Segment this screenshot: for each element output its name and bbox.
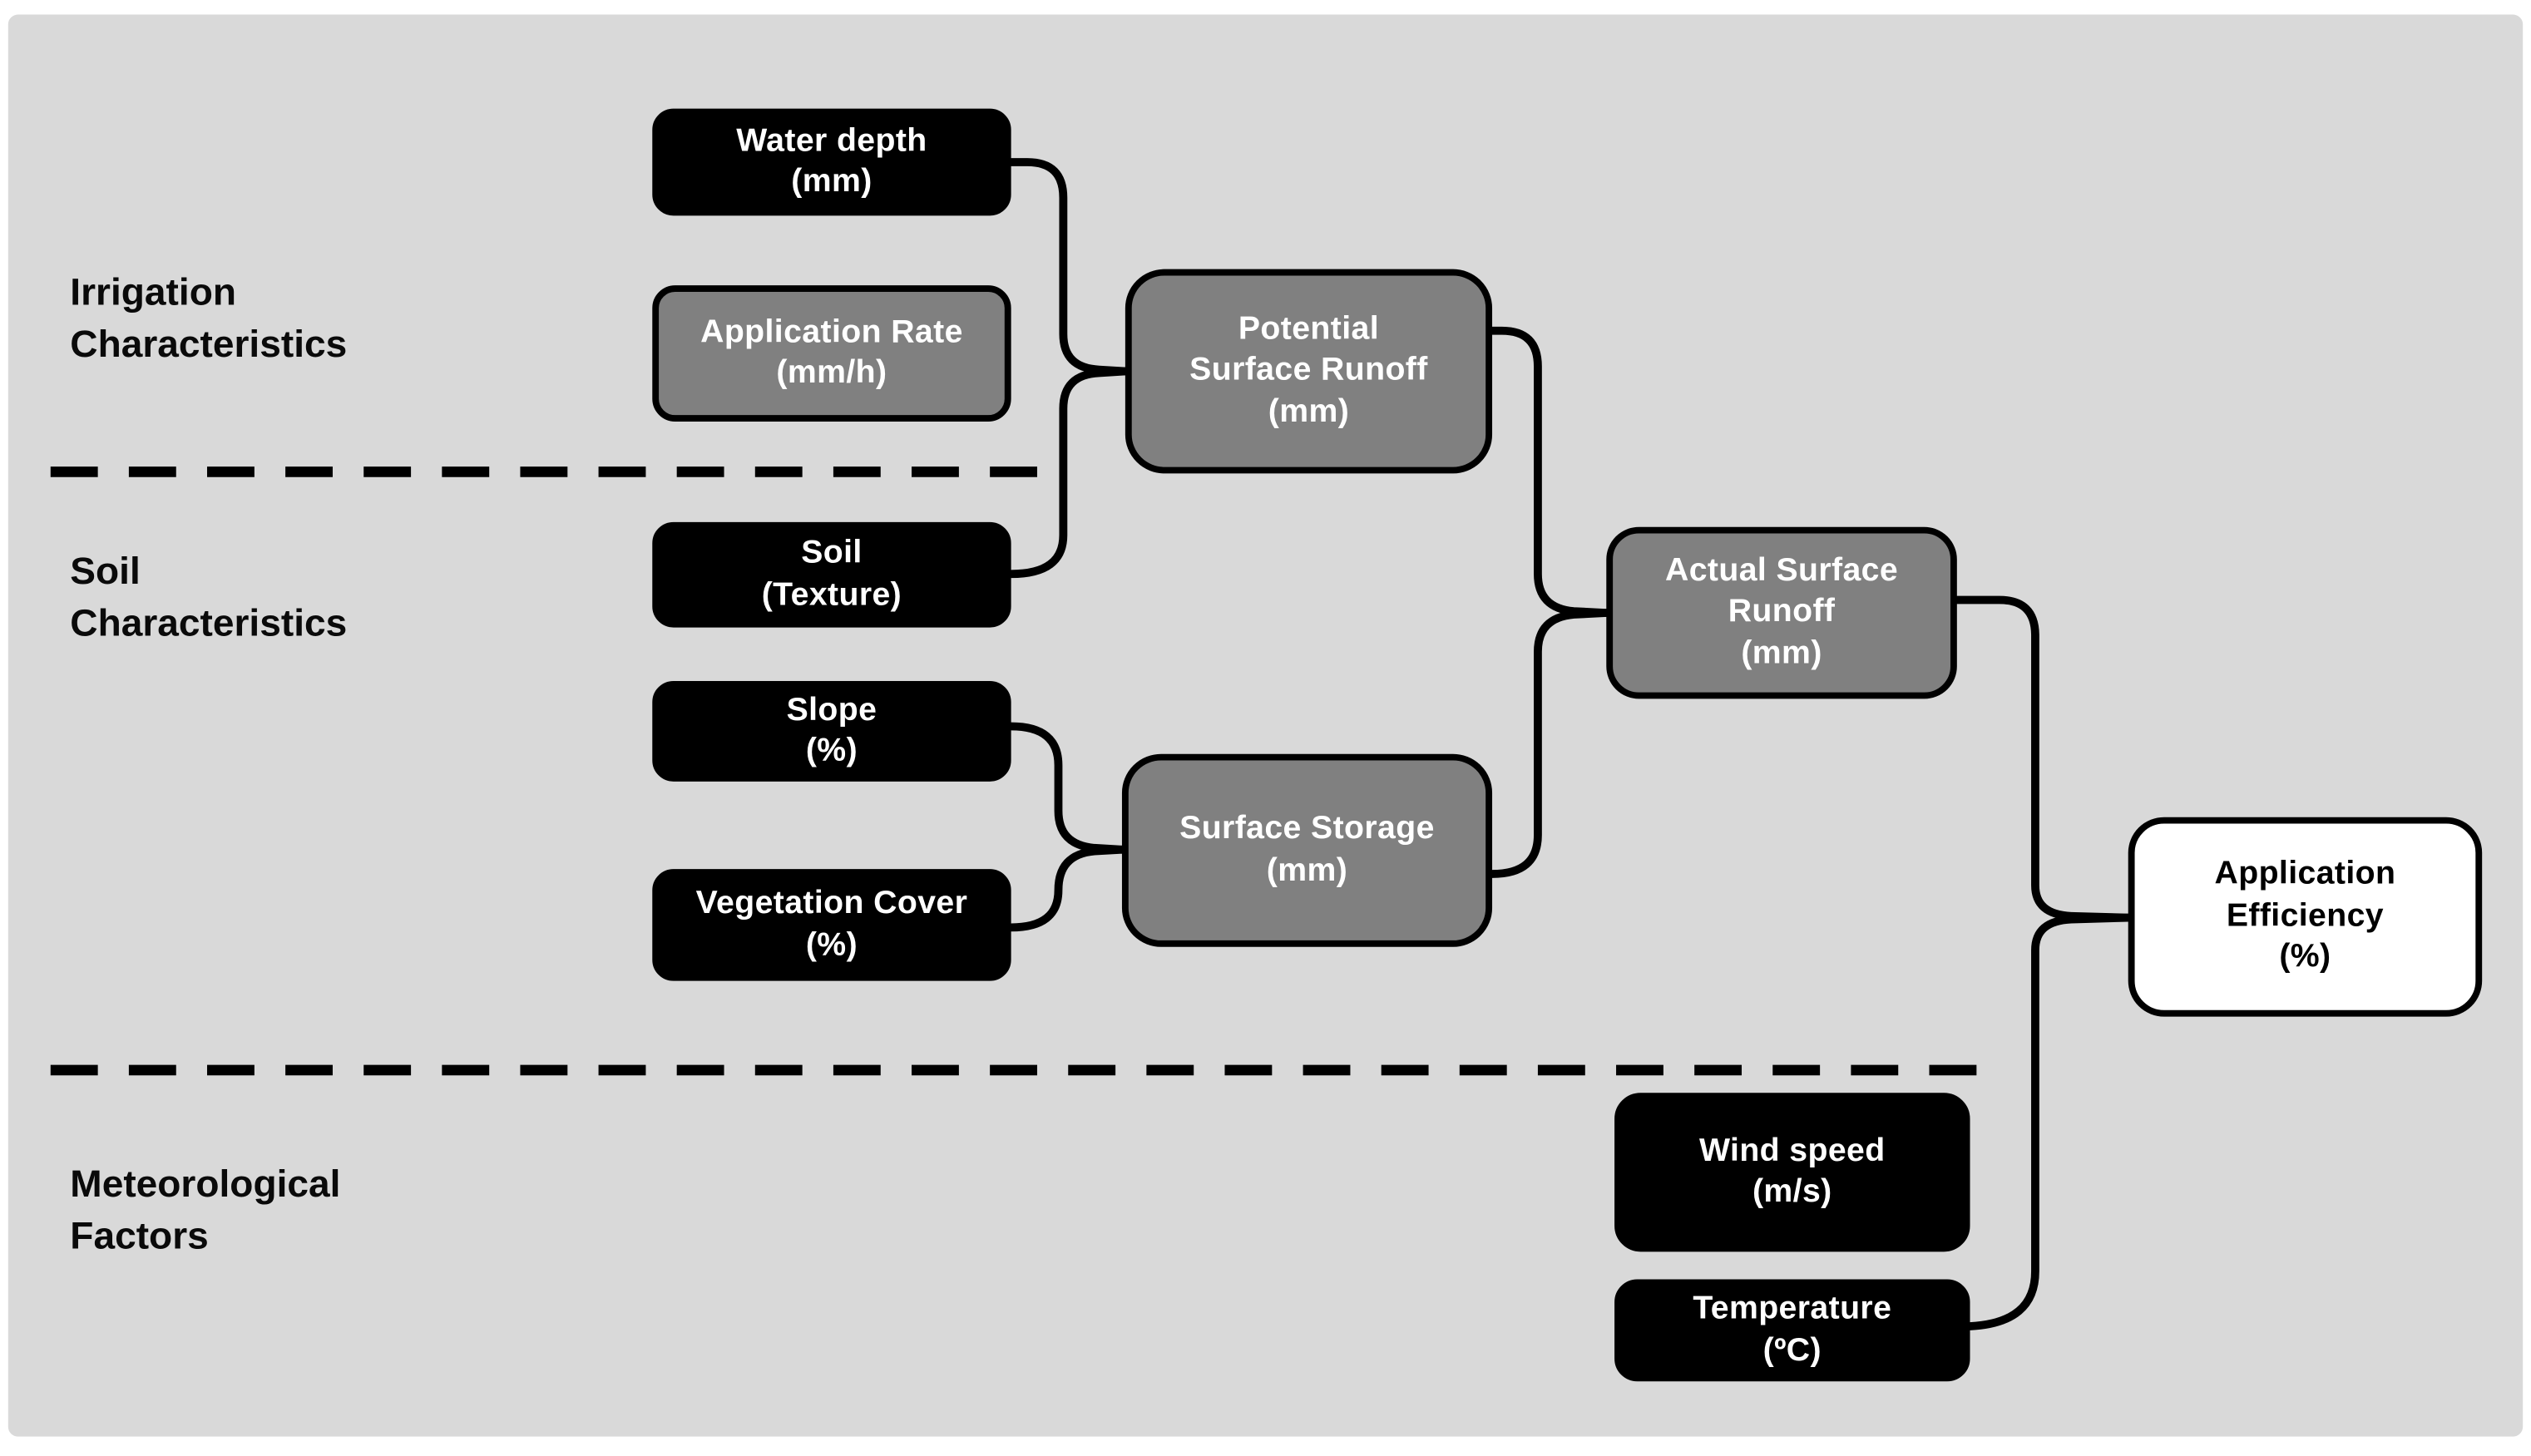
node-label-line: (%)	[2279, 939, 2331, 975]
node-potential-surface-runoff: Potential Surface Runoff (mm)	[1125, 269, 1493, 474]
connector-surface-storage-to-actual-runoff	[1488, 609, 1611, 878]
node-application-rate: Application Rate (mm/h)	[652, 285, 1011, 422]
node-label-line: Efficiency	[2226, 897, 2385, 934]
section-label-line: Characteristics	[70, 323, 348, 365]
connector-potential-runoff-to-actual-runoff	[1488, 326, 1611, 617]
node-label-line: Water depth	[736, 122, 927, 159]
node-soil-texture: Soil (Texture)	[652, 521, 1011, 628]
section-label-line: Irrigation	[70, 270, 236, 313]
node-label-line: Soil	[801, 535, 863, 571]
node-slope: Slope (%)	[652, 680, 1011, 782]
node-water-depth: Water depth (mm)	[652, 108, 1011, 216]
section-label-irrigation-characteristics: Irrigation Characteristics	[70, 266, 347, 370]
node-actual-surface-runoff: Actual Surface Runoff (mm)	[1606, 526, 1957, 699]
node-label-line: (mm)	[791, 163, 873, 200]
connector-water-depth-to-potential-runoff	[1006, 158, 1130, 376]
node-label-line: (%)	[805, 733, 858, 769]
node-label-line: Slope	[786, 691, 877, 728]
node-wind-speed: Wind speed (m/s)	[1614, 1093, 1970, 1252]
node-label-line: (mm)	[1741, 634, 1822, 671]
section-label-meteorological-factors: Meteorological Factors	[70, 1157, 340, 1261]
connector-soil-texture-to-potential-runoff	[1006, 367, 1130, 579]
node-label-line: Wind speed	[1698, 1132, 1886, 1168]
node-label-line: (Texture)	[761, 576, 902, 613]
node-temperature: Temperature (ºC)	[1614, 1279, 1970, 1382]
node-label-line: (mm/h)	[776, 355, 887, 391]
node-label-line: (%)	[805, 926, 858, 963]
node-label-line: Application	[2214, 856, 2396, 892]
node-label-line: Potential	[1238, 310, 1380, 347]
node-vegetation-cover: Vegetation Cover (%)	[652, 869, 1011, 981]
node-label-line: Temperature	[1693, 1291, 1892, 1327]
diagram-background-panel	[7, 14, 2524, 1437]
node-label-line: Actual Surface	[1664, 552, 1899, 589]
section-label-line: Factors	[70, 1214, 209, 1257]
section-label-line: Characteristics	[70, 601, 348, 644]
node-label-line: (ºC)	[1762, 1331, 1822, 1368]
section-label-soil-characteristics: Soil Characteristics	[70, 545, 347, 649]
node-label-line: Surface Runoff	[1189, 352, 1428, 388]
node-label-line: Application Rate	[700, 313, 963, 350]
node-label-line: Vegetation Cover	[695, 885, 968, 921]
node-label-line: (mm)	[1266, 851, 1348, 888]
connector-slope-to-surface-storage	[1006, 722, 1126, 854]
section-label-line: Soil	[70, 550, 141, 592]
node-label-line: (m/s)	[1752, 1173, 1832, 1210]
node-label-line: (mm)	[1268, 393, 1350, 430]
node-surface-storage: Surface Storage (mm)	[1121, 753, 1493, 947]
node-label-line: Surface Storage	[1179, 810, 1435, 846]
section-label-line: Meteorological	[70, 1162, 341, 1205]
node-label-line: Runoff	[1728, 594, 1836, 630]
connector-vegetation-cover-to-surface-storage	[1006, 845, 1126, 932]
node-application-efficiency: Application Efficiency (%)	[2128, 817, 2483, 1017]
connector-actual-runoff-to-application-efficiency	[1952, 595, 2133, 922]
connector-temperature-to-application-efficiency	[1965, 913, 2133, 1330]
